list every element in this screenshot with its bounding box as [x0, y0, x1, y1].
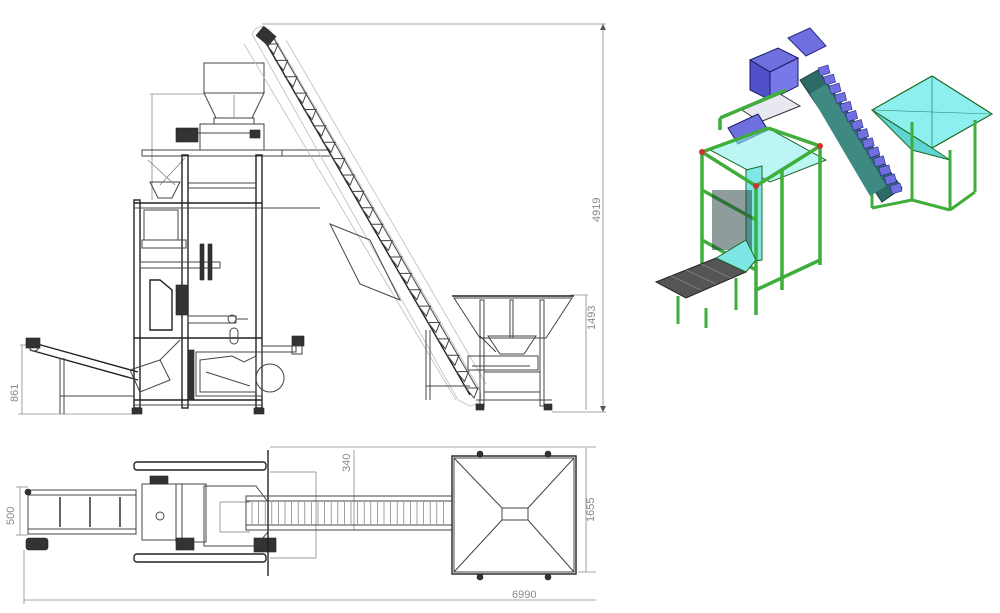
- forming-sealing-unit: [139, 209, 305, 401]
- dim-overall-length: 6990: [512, 589, 536, 601]
- main-frame: [131, 154, 320, 415]
- plan-view-drawing: 6990 500 340 1655: [5, 446, 597, 604]
- dim-hopper-width: 1655: [585, 498, 597, 522]
- dim-hopper-height: 1493: [586, 306, 598, 330]
- dim-offset-340: 340: [341, 454, 353, 472]
- isometric-render: [650, 10, 995, 330]
- isometric-render-image: [654, 27, 994, 328]
- bucket-elevator: [243, 25, 487, 407]
- iso-outfeed-conveyor: [654, 239, 757, 328]
- feed-hopper: [452, 295, 574, 411]
- feed-hopper-plan: [451, 450, 577, 581]
- plan-view: 6990 500 340 1655: [0, 440, 620, 613]
- iso-elevator-buckets: [817, 64, 903, 195]
- main-machine-plan: [133, 450, 317, 576]
- weigher-unit: [175, 123, 265, 151]
- outfeed-conveyor-plan: [24, 488, 137, 551]
- dim-outfeed-height: 861: [9, 384, 21, 402]
- dim-overall-height: 4919: [591, 198, 603, 222]
- elevator-plan: [245, 495, 453, 531]
- elevator-buckets: [264, 43, 479, 399]
- iso-elevator: [787, 27, 903, 203]
- weigher-hopper: [203, 62, 265, 125]
- outfeed-conveyor: [25, 337, 181, 414]
- side-elevation-view: 4919 1493 861: [0, 0, 620, 420]
- side-elevation-drawing: 4919 1493 861: [9, 23, 606, 415]
- iso-feed-hopper: [870, 75, 994, 212]
- iso-weigher: [727, 47, 802, 145]
- dim-conveyor-width: 500: [5, 507, 17, 525]
- elevator-slats: [251, 502, 444, 524]
